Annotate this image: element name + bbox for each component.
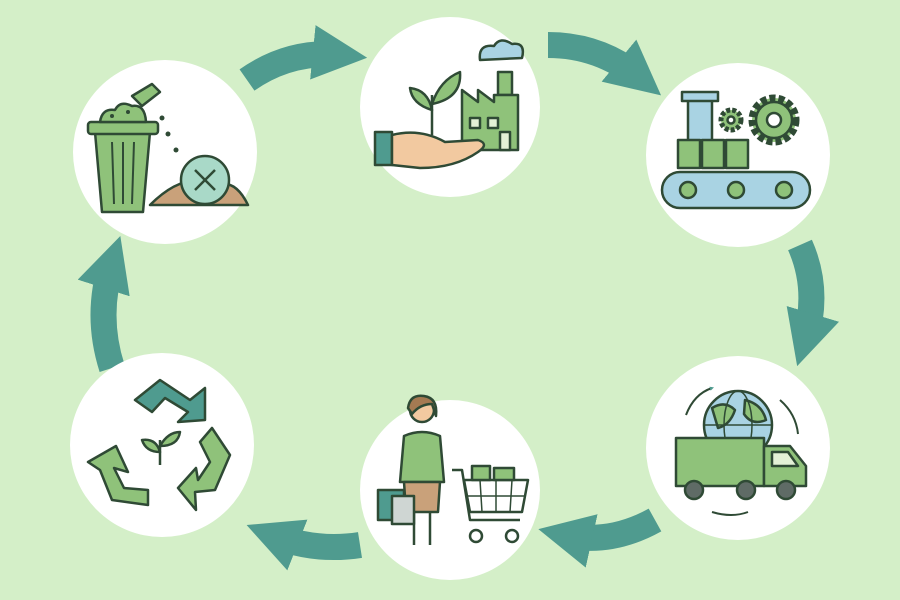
- arrow-manufacturing-to-distribution: [786, 239, 839, 367]
- flow-arrows: [77, 25, 839, 571]
- recycle-sprout-icon: [86, 378, 232, 512]
- arrow-consumption-to-recycling: [246, 519, 362, 571]
- hand-plant-factory-icon: [373, 39, 525, 170]
- conveyor-factory-gears-icon: [660, 90, 812, 210]
- arrow-disposal-to-production: [239, 25, 368, 91]
- trash-bin-soil-icon: [86, 82, 250, 214]
- shopper-cart-icon: [376, 394, 530, 545]
- arrow-recycling-to-disposal: [77, 236, 130, 372]
- arrow-production-to-manufacturing: [547, 32, 662, 96]
- globe-delivery-truck-icon: [674, 386, 808, 516]
- arrow-distribution-to-consumption: [538, 508, 662, 568]
